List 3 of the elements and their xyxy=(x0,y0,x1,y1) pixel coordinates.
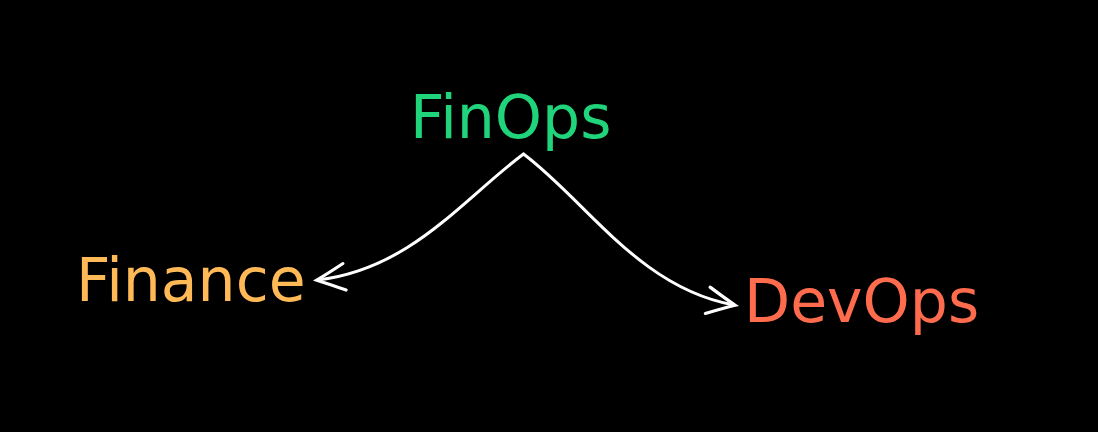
concept-label: DevOps xyxy=(744,268,980,334)
concept-label: Finance xyxy=(76,247,306,313)
concept-label: FinOps xyxy=(410,84,612,150)
